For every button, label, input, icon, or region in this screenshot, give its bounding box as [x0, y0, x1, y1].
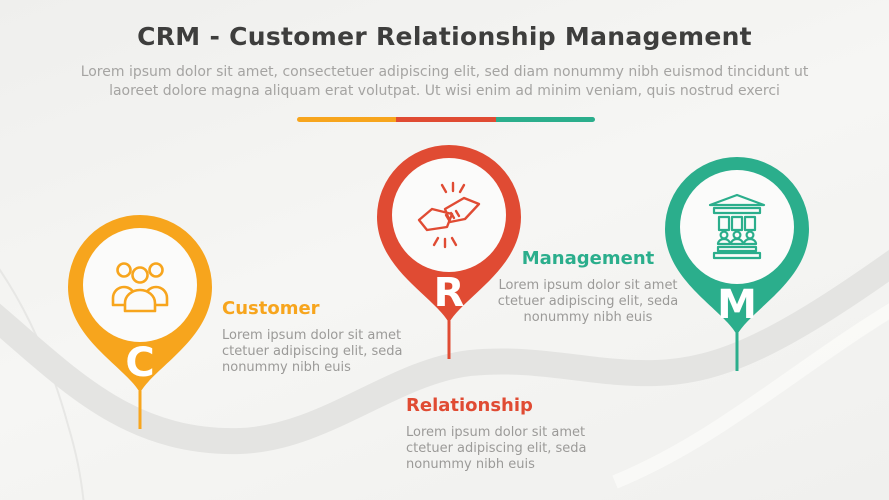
divider-orange-segment [297, 117, 397, 122]
divider-red-segment [396, 117, 496, 122]
management-heading: Management [521, 248, 655, 269]
relationship-description: Lorem ipsum dolor sit amet ctetuer adipi… [406, 424, 587, 472]
customer-pin-marker: C [68, 215, 212, 429]
pin-inner-circle [83, 228, 197, 342]
customer-text-block: Customer Lorem ipsum dolor sit amet ctet… [222, 298, 432, 376]
pin-letter-c: C [125, 340, 154, 386]
title-divider [297, 117, 595, 122]
bank-building-icon [708, 193, 766, 260]
management-text-block: Management Lorem ipsum dolor sit amet ct… [492, 248, 684, 326]
management-description: Lorem ipsum dolor sit amet ctetuer adipi… [497, 277, 679, 325]
relationship-pin-marker: R [377, 145, 521, 359]
relationship-text-block: Relationship Lorem ipsum dolor sit amet … [406, 395, 616, 473]
relationship-heading: Relationship [406, 395, 533, 416]
pin-inner-circle [680, 170, 794, 284]
customer-description: Lorem ipsum dolor sit amet ctetuer adipi… [222, 327, 403, 375]
pin-inner-circle [392, 158, 506, 272]
customer-heading: Customer [222, 298, 320, 319]
management-pin-marker: M [665, 157, 809, 371]
background-highlight-curve [612, 303, 889, 489]
page-title: CRM - Customer Relationship Management [137, 22, 752, 51]
pin-letter-m: M [717, 282, 757, 328]
background-thin-curve [0, 268, 85, 500]
handshake-icon [417, 181, 481, 249]
divider-teal-segment [495, 117, 595, 122]
background-wave-band [0, 249, 889, 455]
people-group-icon [111, 262, 169, 313]
pin-letter-r: R [434, 270, 465, 316]
page-subtitle: Lorem ipsum dolor sit amet, consectetuer… [80, 64, 809, 100]
